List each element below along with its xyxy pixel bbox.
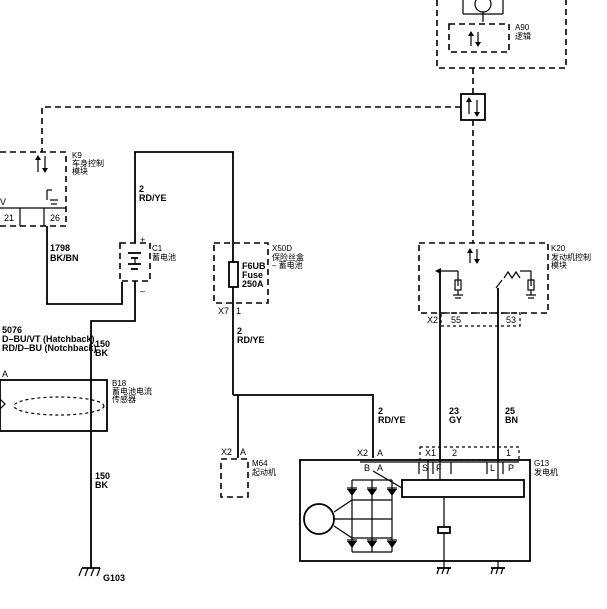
k9-ground-icon	[46, 189, 58, 205]
wire-150	[90, 281, 136, 568]
wire-23-color: GY	[449, 415, 462, 425]
wire-2-fuse-color: RD/YE	[237, 335, 265, 345]
g13-name: 发电机	[534, 467, 558, 477]
wire-5076-line1: D–BU/VT (Hatchback)	[2, 334, 95, 344]
k20-pin-55: 55	[451, 315, 461, 325]
k9-comm-arrows-icon	[35, 155, 48, 173]
wire-2-battery-color: RD/YE	[139, 193, 167, 203]
x50d-name-line2: – 蓄电池	[272, 260, 303, 270]
k20-pin-53: 53	[506, 315, 516, 325]
k9-pin-26: 26	[50, 213, 60, 223]
g13-pin-f: F	[436, 463, 442, 473]
g13-generator: G13 发电机 X2 A X1 2 1 B A S F L P	[299, 446, 558, 562]
c1-plus: +	[140, 235, 145, 245]
fuse-line3: 250A	[242, 279, 264, 289]
b18-name-line1: 蓄电池电流	[112, 386, 152, 396]
wire-150-top-color: BK	[95, 348, 108, 358]
k20-code: K20	[551, 244, 566, 253]
x50d-name-line1: 保险丝盒	[272, 252, 304, 262]
g13-connector-x1: X1	[425, 448, 436, 458]
g13-pin-a: A	[377, 448, 383, 458]
diode-bridge-icon	[347, 479, 397, 553]
wire-5076-circuit: 5076	[2, 325, 22, 335]
g13-pin-1: 1	[506, 448, 511, 458]
x50d-fuse-box: F6UB Fuse 250A X50D 保险丝盒 – 蓄电池 X7 1	[213, 242, 304, 316]
wire-2-generator	[233, 394, 374, 458]
k20-comm-arrows-icon	[467, 248, 480, 264]
serial-data-line-k9	[41, 106, 461, 152]
a90-module: A90 逻辑	[436, 0, 567, 69]
wire-2-battery	[134, 151, 234, 243]
wire-2-fuse-circuit: 2	[237, 326, 242, 336]
k9-module: K9 车身控制 模块 V 21 26	[0, 151, 104, 227]
m64-starter: X2 A M64 起动机	[220, 447, 276, 498]
c1-code: C1	[152, 244, 163, 253]
wire-150-bot-circuit: 150	[95, 471, 110, 481]
g13-pin-2: 2	[452, 448, 457, 458]
k9-name-line2: 模块	[72, 166, 88, 176]
k20-connector: X2	[427, 315, 438, 325]
wire-1798	[46, 226, 123, 305]
b18-current-sensor: A B18 蓄电池电流 传感器	[0, 369, 152, 432]
m64-name: 起动机	[252, 467, 276, 477]
g103-label: G103	[103, 573, 125, 583]
k9-edge-label: V	[0, 197, 6, 207]
wire-25-circuit: 25	[505, 406, 515, 416]
c1-name: 蓄电池	[152, 252, 176, 262]
serial-data-splice	[460, 93, 486, 121]
wire-2-gen-circuit: 2	[378, 406, 383, 416]
g13-pin-a-internal: A	[377, 463, 383, 473]
k9-code: K9	[72, 151, 82, 160]
g13-code: G13	[534, 459, 550, 468]
a90-name: 逻辑	[515, 31, 531, 41]
fuse-line1: F6UB	[242, 261, 266, 271]
g13-pin-b: B	[364, 463, 370, 473]
wire-1798-circuit: 1798	[50, 243, 70, 253]
x50d-code: X50D	[272, 244, 292, 253]
m64-pin: A	[240, 447, 246, 457]
b18-name-line2: 传感器	[112, 394, 136, 404]
g13-pin-s: S	[422, 463, 428, 473]
x50d-connector: X7	[218, 306, 229, 316]
g13-connector-x2: X2	[357, 448, 368, 458]
c1-minus: –	[140, 286, 145, 296]
wire-150-top-circuit: 150	[95, 339, 110, 349]
wire-23-circuit: 23	[449, 406, 459, 416]
m64-code: M64	[252, 459, 268, 468]
fuse-line2: Fuse	[242, 270, 263, 280]
wire-5076-line2: RD/D–BU (Notchback)	[2, 343, 97, 353]
a90-comm-arrows-icon	[468, 31, 481, 47]
generator-ground-left-icon	[436, 561, 451, 575]
b18-pin-a: A	[2, 369, 8, 379]
g13-pin-p: P	[508, 463, 514, 473]
wire-1798-color: BK/BN	[50, 253, 79, 263]
k20-module: K20 发动机控制 模块 X2 55 53	[418, 242, 591, 327]
g13-pin-l: L	[490, 463, 495, 473]
a90-code: A90	[515, 23, 530, 32]
k9-pin-21: 21	[4, 213, 14, 223]
wire-150-bot-color: BK	[95, 480, 108, 490]
g103-ground-icon	[78, 567, 101, 577]
wire-2-battery-circuit: 2	[139, 184, 144, 194]
wire-2-gen-color: RD/YE	[378, 415, 406, 425]
wire-25-color: BN	[505, 415, 518, 425]
generator-ground-right-icon	[490, 561, 505, 575]
k20-name-line1: 发动机控制	[551, 252, 591, 262]
x50d-pin: 1	[236, 306, 241, 316]
m64-connector: X2	[221, 447, 232, 457]
k9-name-line1: 车身控制	[72, 158, 104, 168]
c1-battery: + – C1 蓄电池	[119, 235, 176, 296]
k20-name-line2: 模块	[551, 260, 567, 270]
b18-code: B18	[112, 379, 127, 388]
